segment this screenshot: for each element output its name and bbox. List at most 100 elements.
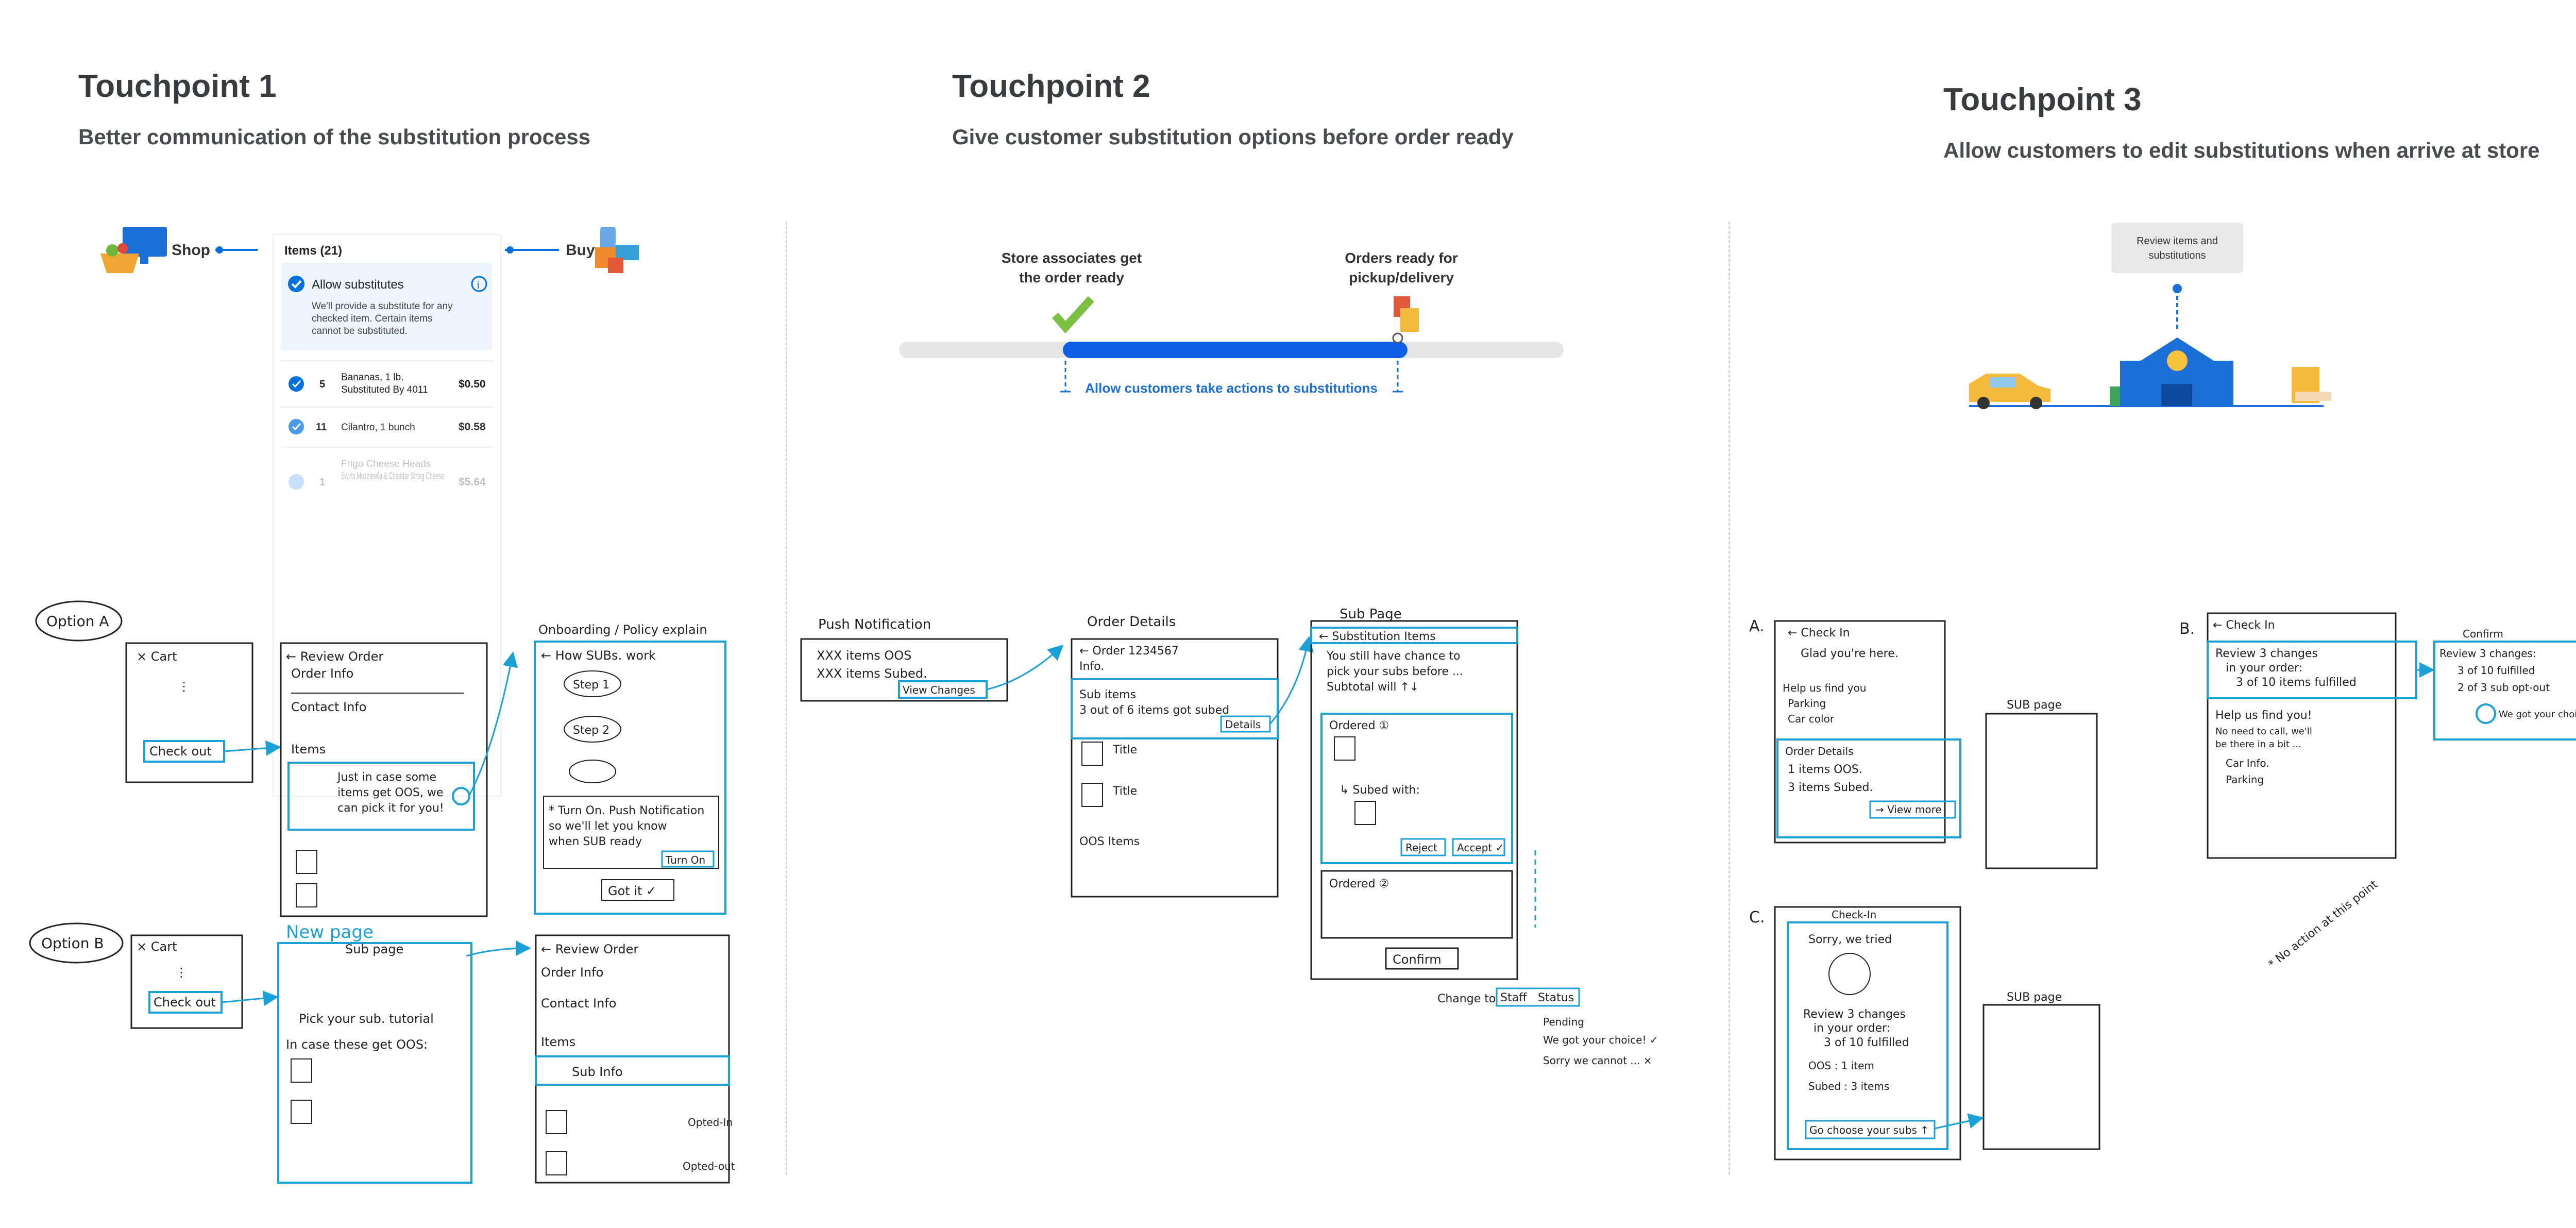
step1-label: Step 1 bbox=[573, 679, 609, 692]
check-in-title: ← Check In bbox=[2213, 619, 2275, 632]
item-qty: 5 bbox=[319, 379, 325, 390]
review-c-3: 3 of 10 fulfilled bbox=[1824, 1036, 1909, 1049]
svg-text:i: i bbox=[477, 280, 479, 291]
confirm-button[interactable] bbox=[1385, 947, 1459, 970]
item-qty: 1 bbox=[319, 477, 325, 488]
accept-label: Accept ✓ bbox=[1457, 842, 1504, 854]
ordered-1-label: Ordered ① bbox=[1329, 719, 1389, 732]
go-choose-button[interactable] bbox=[1805, 1120, 1936, 1139]
bag-icon bbox=[1394, 296, 1419, 332]
we-got-label: We got your choice! ✓ bbox=[1543, 1034, 1658, 1046]
tp1-flow: Shop Buy bbox=[100, 227, 639, 273]
confirm-line-4: We got your choice bbox=[2499, 709, 2576, 720]
check-circle-icon bbox=[2476, 703, 2496, 724]
allow-desc-3: cannot be substituted. bbox=[312, 326, 408, 337]
turn-on-label: Turn On bbox=[665, 854, 705, 866]
go-choose-label: Go choose your subs ↑ bbox=[1809, 1124, 1929, 1136]
subed-with-label: ↳ Subed with: bbox=[1340, 784, 1420, 797]
option-b-label: Option B bbox=[41, 935, 104, 952]
allow-label: Allow substitutes bbox=[312, 278, 404, 292]
got-it-button[interactable] bbox=[601, 879, 674, 901]
subed-count: 3 items Subed. bbox=[1788, 781, 1873, 794]
review-changes-3: 3 of 10 items fulfilled bbox=[2236, 676, 2357, 689]
title-row-label: Title bbox=[1112, 785, 1137, 798]
accept-button[interactable] bbox=[1452, 838, 1505, 856]
label-left-2: the order ready bbox=[1019, 270, 1124, 285]
svg-text:⋮: ⋮ bbox=[178, 679, 190, 694]
a-label: A. bbox=[1749, 617, 1765, 635]
order-info-label: Order Info bbox=[541, 965, 603, 980]
car-color-label: Car color bbox=[1788, 713, 1835, 725]
onboarding-label: Onboarding / Policy explain bbox=[538, 623, 707, 637]
turn-on-button[interactable] bbox=[661, 850, 715, 868]
tp2-progress: Store associates get the order ready Ord… bbox=[899, 250, 1564, 396]
checkout-label: Check out bbox=[149, 744, 212, 759]
order-number: ← Order 1234567 bbox=[1079, 645, 1179, 658]
store-icon bbox=[2110, 338, 2233, 406]
allow-checkbox[interactable] bbox=[288, 276, 304, 292]
item-price: $0.58 bbox=[459, 421, 486, 433]
touchpoint-2-title: Touchpoint 2 bbox=[952, 69, 1150, 104]
staff-label: Staff bbox=[1500, 991, 1527, 1004]
subed-c-label: Subed : 3 items bbox=[1808, 1080, 1889, 1092]
pending-label: Pending bbox=[1543, 1016, 1584, 1028]
glad-label: Glad you're here. bbox=[1801, 647, 1899, 660]
in-case-oos-label: In case these get OOS: bbox=[286, 1037, 428, 1052]
confirm-label: Confirm bbox=[2463, 628, 2503, 640]
parking-label: Parking bbox=[2226, 773, 2264, 786]
view-changes-label: View Changes bbox=[903, 684, 975, 696]
buy-icon bbox=[595, 227, 639, 273]
shop-icon bbox=[100, 227, 167, 273]
pick-sub-label: Pick your sub. tutorial bbox=[299, 1012, 434, 1026]
substitution-items-title: ← Substitution Items bbox=[1319, 630, 1436, 643]
item-checkbox[interactable] bbox=[289, 419, 304, 434]
check-in-title: Check-In bbox=[1832, 909, 1876, 921]
contact-info-label: Contact Info bbox=[291, 700, 366, 714]
items-label: Items bbox=[541, 1035, 575, 1049]
sub-page-label: Sub Page bbox=[1340, 607, 1402, 622]
item-qty: 11 bbox=[316, 422, 327, 433]
svg-text:⋮: ⋮ bbox=[175, 965, 188, 980]
review-order-title: ← Review Order bbox=[286, 649, 383, 664]
info-icon[interactable] bbox=[471, 276, 487, 292]
label-right-1: Orders ready for bbox=[1345, 250, 1458, 266]
item-checkbox[interactable] bbox=[289, 474, 304, 490]
b-label: B. bbox=[2179, 620, 2195, 638]
touchpoint-3-subtitle: Allow customers to edit substitutions wh… bbox=[1943, 138, 2540, 162]
touchpoint-1-title: Touchpoint 1 bbox=[78, 69, 277, 104]
review-c-1: Review 3 changes bbox=[1803, 1008, 1906, 1021]
sub-intro-1: You still have chance to bbox=[1326, 650, 1460, 663]
section-divider-2 bbox=[1728, 222, 1730, 1175]
items-label: Items bbox=[291, 742, 326, 756]
reject-button[interactable] bbox=[1400, 838, 1446, 856]
oos-items-label: OOS Items bbox=[1079, 835, 1140, 848]
section-divider-1 bbox=[786, 222, 787, 1175]
tp3-illustration: Review items and substitutions bbox=[1969, 223, 2331, 409]
item-checkbox[interactable] bbox=[289, 376, 304, 392]
help-find-label: Help us find you! bbox=[2215, 709, 2312, 722]
push-line-2: XXX items Subed. bbox=[817, 666, 927, 681]
items-card: Items (21) Allow substitutes i We'll pro… bbox=[273, 234, 501, 797]
sub-items-desc: 3 out of 6 items got subed bbox=[1079, 704, 1229, 717]
no-need-2: be there in a bit ... bbox=[2215, 739, 2301, 750]
review-order-title: ← Review Order bbox=[541, 942, 638, 956]
box-icon bbox=[2292, 367, 2331, 403]
jic-line-2: items get OOS, we bbox=[337, 786, 443, 799]
sub-page-label: SUB page bbox=[2007, 699, 2062, 712]
step2-label: Step 2 bbox=[573, 724, 609, 737]
cart-title: × Cart bbox=[137, 939, 177, 954]
touchpoint-2-subtitle: Give customer substitution options befor… bbox=[952, 125, 1514, 149]
sub-intro-3: Subtotal will ↑↓ bbox=[1327, 681, 1419, 694]
tp2-sketches: Push Notification XXX items OOS XXX item… bbox=[800, 607, 1658, 1067]
shop-label: Shop bbox=[172, 242, 210, 259]
review-label-1: Review items and bbox=[2137, 235, 2218, 247]
title-row-label: Title bbox=[1112, 744, 1137, 756]
view-more-button[interactable] bbox=[1869, 800, 1956, 819]
label-right-2: pickup/delivery bbox=[1349, 270, 1454, 285]
tp1-sketches: Option A × Cart ⋮ Check out ← Review Ord… bbox=[29, 600, 735, 1184]
items-header: Items (21) bbox=[284, 244, 342, 258]
touchpoint-1-subtitle: Better communication of the substitution… bbox=[78, 125, 591, 149]
order-details-label: Order Details bbox=[1785, 745, 1854, 758]
push-line-1: XXX items OOS bbox=[817, 648, 911, 663]
turn-on-line-2: so we'll let you know bbox=[549, 820, 667, 833]
